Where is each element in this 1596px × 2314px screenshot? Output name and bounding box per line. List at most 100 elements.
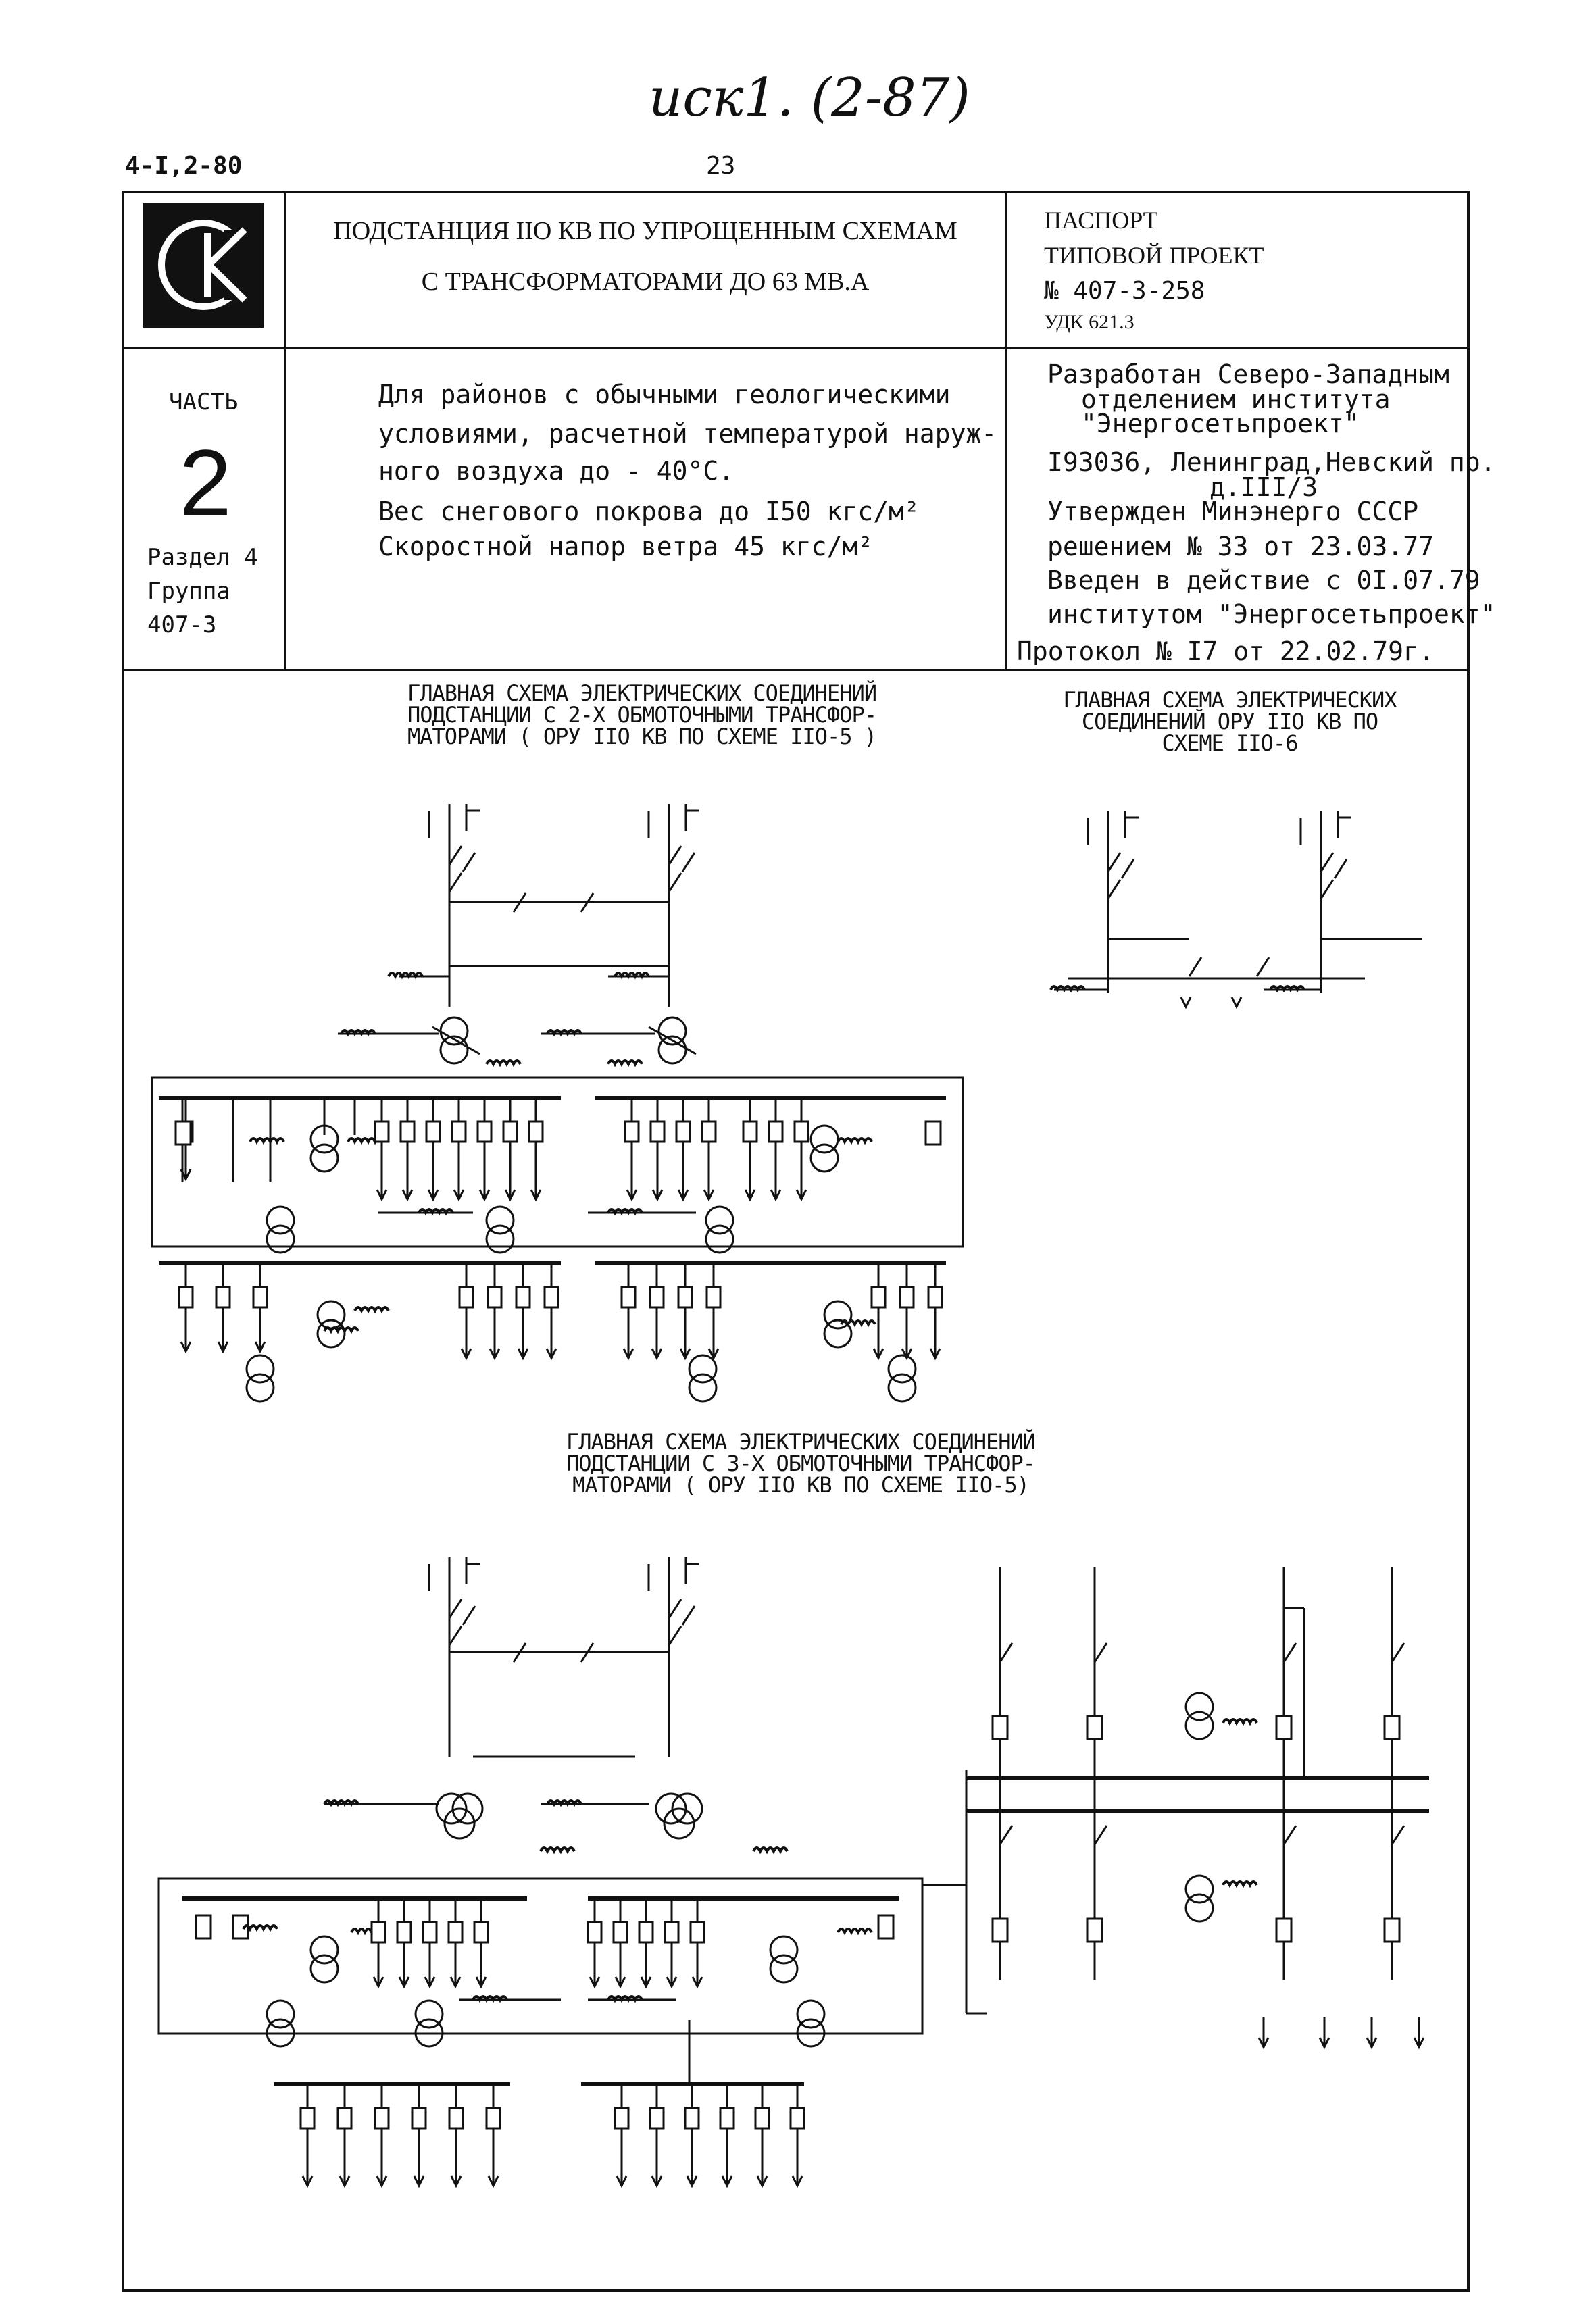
feeder-arrow bbox=[703, 1189, 715, 1202]
feeder-cell bbox=[638, 1921, 654, 1944]
transformer-winding-hv bbox=[823, 1300, 853, 1330]
developer-line-7: решением № 33 от 23.03.77 bbox=[1047, 532, 1434, 561]
transformer-winding-hv bbox=[414, 1999, 444, 2029]
reactor-coil bbox=[546, 1799, 582, 1807]
oru-cell bbox=[1383, 1715, 1401, 1740]
feeder-arrow bbox=[1230, 997, 1243, 1009]
oru-cell bbox=[1275, 1715, 1293, 1740]
feeder-arrow bbox=[707, 1348, 720, 1361]
breaker-blade bbox=[512, 1642, 527, 1663]
feeder-arrow bbox=[450, 2175, 462, 2188]
breaker-blade bbox=[1188, 957, 1203, 977]
oru-cell bbox=[1086, 1715, 1103, 1740]
feeder-cell bbox=[448, 2107, 464, 2130]
feeder-arrow bbox=[744, 1189, 756, 1202]
transformer-winding-lv bbox=[1184, 1893, 1214, 1923]
reactor-coil bbox=[323, 1326, 359, 1334]
aux-cell bbox=[195, 1914, 212, 1940]
feeder-arrow bbox=[651, 2175, 663, 2188]
feeder-cell bbox=[649, 1286, 665, 1309]
feeder-cell bbox=[425, 1120, 441, 1143]
transformer-winding-lv bbox=[439, 1035, 469, 1065]
feeder-arrow bbox=[626, 1189, 638, 1202]
feeder-arrow bbox=[478, 1189, 491, 1202]
feeder-cell bbox=[502, 1120, 518, 1143]
breaker-blade bbox=[681, 1605, 696, 1626]
oru-cell bbox=[1275, 1917, 1293, 1943]
transformer-winding-hv bbox=[657, 1016, 687, 1046]
oru-cell bbox=[991, 1917, 1009, 1943]
feeder-arrow bbox=[398, 1976, 410, 1989]
feeder-cell bbox=[789, 2107, 805, 2130]
feeder-arrow bbox=[616, 2175, 628, 2188]
breaker-blade bbox=[1093, 1825, 1108, 1845]
reactor-coil bbox=[539, 1846, 576, 1855]
feeder-arrow bbox=[795, 1189, 807, 1202]
feeder-cell bbox=[178, 1286, 194, 1309]
feeder-arrow bbox=[372, 1976, 384, 1989]
transformer-winding-lv bbox=[485, 1224, 515, 1254]
feeder-cell bbox=[768, 1120, 784, 1143]
transformer-winding-hv bbox=[769, 1935, 799, 1965]
feeder-arrow bbox=[640, 1976, 652, 1989]
oru-cell bbox=[1086, 1917, 1103, 1943]
reactor-coil bbox=[418, 1208, 454, 1216]
transformer-winding-lv bbox=[796, 2018, 826, 2048]
feeder-cell bbox=[649, 2107, 665, 2130]
developer-line-6: Утвержден Минэнерго СССР bbox=[1047, 497, 1419, 526]
breaker-blade bbox=[448, 1599, 463, 1619]
conditions-line-1: Для районов с обычными геологическими bbox=[378, 380, 951, 409]
feeder-cell bbox=[587, 1921, 603, 1944]
header-divider-2 bbox=[122, 669, 1470, 671]
oru-cell bbox=[1383, 1917, 1401, 1943]
aux-cell bbox=[924, 1120, 942, 1146]
header-col-divider-1 bbox=[284, 191, 286, 669]
breaker-blade bbox=[681, 852, 696, 872]
handwritten-annotation: иск1. (2-87) bbox=[649, 68, 970, 128]
feeder-cell bbox=[399, 1120, 416, 1143]
breaker-blade bbox=[1333, 859, 1348, 879]
feeder-arrow bbox=[427, 1189, 439, 1202]
feeder-arrow bbox=[666, 1976, 678, 1989]
reactor-coil bbox=[752, 1846, 789, 1855]
feeder-cell bbox=[624, 1120, 640, 1143]
diagram1-caption-line3: МАТОРАМИ ( ОРУ IIO КВ ПО СХЕМЕ IIO-5 ) bbox=[407, 724, 877, 749]
developer-line-10: Протокол № I7 от 22.02.79г. bbox=[1017, 636, 1435, 666]
breaker-blade bbox=[1282, 1642, 1297, 1663]
diagram2-caption-line1: ГЛАВНАЯ СХЕМА ЭЛЕКТРИЧЕСКИХ bbox=[1063, 687, 1397, 713]
transformer-winding-lv bbox=[657, 1035, 687, 1065]
feeder-cell bbox=[684, 2107, 700, 2130]
breaker-blade bbox=[1320, 852, 1335, 872]
feeder-arrow bbox=[489, 1348, 501, 1361]
transformer-winding-hv bbox=[485, 1205, 515, 1235]
transformer-winding bbox=[671, 1792, 703, 1825]
transformer-winding bbox=[443, 1807, 476, 1840]
switchgear-frame bbox=[151, 1076, 964, 1248]
transformer-winding-hv bbox=[316, 1300, 346, 1330]
transformer-winding-lv bbox=[705, 1224, 734, 1254]
transformer-winding-hv bbox=[796, 1999, 826, 2029]
breaker-blade bbox=[999, 1825, 1014, 1845]
feeder-cell bbox=[899, 1286, 915, 1309]
reactor-coil bbox=[837, 1928, 873, 1936]
project-title-line2: С ТРАНСФОРМАТОРАМИ ДО 63 МВ.А bbox=[421, 268, 870, 296]
feeder-arrow bbox=[770, 1189, 782, 1202]
transformer-winding-lv bbox=[309, 1143, 339, 1173]
feeder-cell bbox=[299, 2107, 316, 2130]
tap-arrow bbox=[648, 1026, 697, 1055]
feeder-cell bbox=[543, 1286, 559, 1309]
reactor-coil bbox=[1222, 1880, 1258, 1888]
breaker-blade bbox=[668, 1626, 682, 1646]
feeder-arrow bbox=[254, 1341, 266, 1354]
feeder-cell bbox=[927, 1286, 943, 1309]
breaker-blade bbox=[999, 1642, 1014, 1663]
transformer-winding-lv bbox=[414, 2018, 444, 2048]
transformer-winding-lv bbox=[266, 2018, 295, 2048]
diagram3-caption: ГЛАВНАЯ СХЕМА ЭЛЕКТРИЧЕСКИХ СОЕДИНЕНИЙ П… bbox=[459, 1431, 1142, 1496]
feeder-cell bbox=[793, 1120, 809, 1143]
breaker-blade bbox=[512, 892, 527, 913]
transformer-winding-lv bbox=[688, 1373, 718, 1403]
diagram3-caption-line1: ГЛАВНАЯ СХЕМА ЭЛЕКТРИЧЕСКИХ СОЕДИНЕНИЙ bbox=[566, 1429, 1036, 1455]
feeder-arrow bbox=[679, 1348, 691, 1361]
